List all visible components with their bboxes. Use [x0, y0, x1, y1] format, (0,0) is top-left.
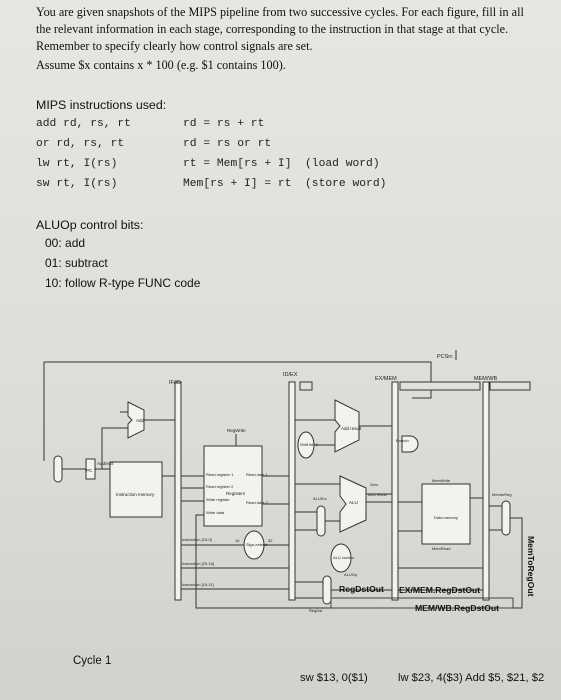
- read-register-1-label: Read register 1: [206, 472, 234, 477]
- sixteen-label: 16: [235, 538, 240, 543]
- instr-syntax-4: sw rt, I(rs): [36, 178, 118, 190]
- instr-20-16-label: Instruction [20-16]: [182, 561, 214, 566]
- pipeline-diagram: IF/ID ID/EX EX/MEM MEM/WB PCSrc PC Addre…: [43, 350, 536, 613]
- instr-semantics-4: Mem[rs + I] = rt (store word): [183, 178, 387, 190]
- instr-syntax-1: add rd, rs, rt: [36, 118, 131, 130]
- memwb-register: [482, 381, 490, 601]
- memread-label: MemRead: [432, 546, 450, 551]
- idex-register: [288, 381, 296, 601]
- main-alu: [339, 475, 367, 533]
- read-register-2-label: Read register 2: [206, 484, 234, 489]
- instr-syntax-3: lw rt, I(rs): [36, 158, 118, 170]
- branch-feedback-wire: [44, 361, 432, 399]
- alusrc-mux: [316, 505, 326, 537]
- memwrite-label: MemWrite: [432, 478, 451, 483]
- exmem-control: [399, 381, 481, 391]
- read-data-1-label: Read data 1: [246, 472, 269, 477]
- register-file: [203, 445, 263, 527]
- aluop-item-subtract: 01: subtract: [45, 256, 108, 270]
- memwb-control: [489, 381, 531, 391]
- handwritten-memtoregout: MemToRegOut: [526, 536, 536, 597]
- idex-control-ex: [299, 381, 313, 391]
- ifid-register: [174, 381, 182, 601]
- memtoreg-label: MemtoReg: [492, 492, 512, 497]
- stage-label-idex: ID/EX: [283, 372, 298, 378]
- stage-label-memwb: MEM/WB: [474, 376, 498, 382]
- intro-assumption: Assume $x contains x * 100 (e.g. $1 cont…: [36, 58, 286, 72]
- regdst-handwritten-box: [330, 597, 514, 609]
- instr-semantics-1: rd = rs + rt: [183, 118, 265, 130]
- alu-control: [330, 543, 352, 573]
- write-register-label: Write register: [206, 497, 230, 502]
- aluop-item-add: 00: add: [45, 236, 86, 250]
- branch-adder: [334, 399, 360, 453]
- instructions-title: MIPS instructions used:: [36, 98, 167, 112]
- data-memory-label: Data memory: [434, 515, 458, 520]
- read-data-2-label: Read data 2: [246, 500, 269, 505]
- registers-label: Registers: [226, 491, 246, 496]
- branch-and-gate: [401, 435, 419, 453]
- write-data-label: Write data: [206, 510, 225, 515]
- intro-line-2: the relevant information in each stage, …: [36, 22, 509, 36]
- handwritten-memwb-regdstout: MEM/WB.RegDstOut: [415, 603, 499, 613]
- thirtytwo-label: 32: [268, 538, 273, 543]
- memtoreg-mux: [501, 500, 511, 536]
- aluop-title: ALUOp control bits:: [36, 218, 144, 232]
- stage-label-exmem: EX/MEM: [375, 376, 397, 382]
- add-result-label: Add result: [341, 426, 362, 431]
- aluop-label: ALUOp: [344, 572, 358, 577]
- intro-text: You are given snapshots of the MIPS pipe…: [36, 4, 551, 74]
- cycle-label: Cycle 1: [73, 655, 112, 667]
- alu-result-label: ALU result: [368, 492, 388, 497]
- data-memory: [421, 483, 471, 545]
- regwrite-label: RegWrite: [227, 428, 246, 433]
- instruction-memory-label: Instruction memory: [116, 492, 155, 497]
- shift-label: Shift left 2: [300, 442, 319, 447]
- instruction-memory: [109, 461, 163, 518]
- if-adder: [127, 401, 145, 439]
- pc-mux: [53, 455, 63, 483]
- regdst-mux: [322, 575, 332, 605]
- zero-label: Zero: [370, 482, 379, 487]
- pcsrc-label: PCSrc: [437, 354, 453, 360]
- other-instructions-label: lw $23, 4($3) Add $5, $21, $2: [398, 672, 545, 684]
- handwritten-exmem-regdstout: EX/MEM.RegDstOut: [399, 585, 480, 595]
- regdst-label: RegDst: [309, 608, 323, 613]
- instr-semantics-3: rt = Mem[rs + I] (load word): [183, 158, 380, 170]
- alusrc-label: ALUSrc: [313, 496, 327, 501]
- aluop-item-rtype: 10: follow R-type FUNC code: [45, 276, 201, 290]
- instr-syntax-2: or rd, rs, rt: [36, 138, 125, 150]
- address-label: Address: [97, 461, 114, 466]
- instr-semantics-2: rd = rs or rt: [183, 138, 272, 150]
- alu-label: ALU: [349, 500, 358, 505]
- if-adder-label: Add: [136, 418, 145, 423]
- intro-line-1: You are given snapshots of the MIPS pipe…: [36, 5, 524, 19]
- stage-label-ifid: IF/ID: [169, 380, 181, 386]
- exmem-register: [391, 381, 399, 601]
- instr-15-0-label: Instruction [15-0]: [182, 537, 212, 542]
- branch-label: Branch: [396, 438, 409, 443]
- ex-instruction-label: sw $13, 0($1): [300, 672, 368, 684]
- alu-control-label: ALU control: [333, 555, 354, 560]
- intro-line-3: Remember to specify clearly how control …: [36, 39, 313, 53]
- pc-label: PC: [86, 468, 93, 473]
- sign-extend-label: Sign-extend: [246, 542, 267, 547]
- instr-15-11-label: Instruction [15-11]: [182, 582, 214, 587]
- handwritten-regdstout: RegDstOut: [339, 584, 384, 594]
